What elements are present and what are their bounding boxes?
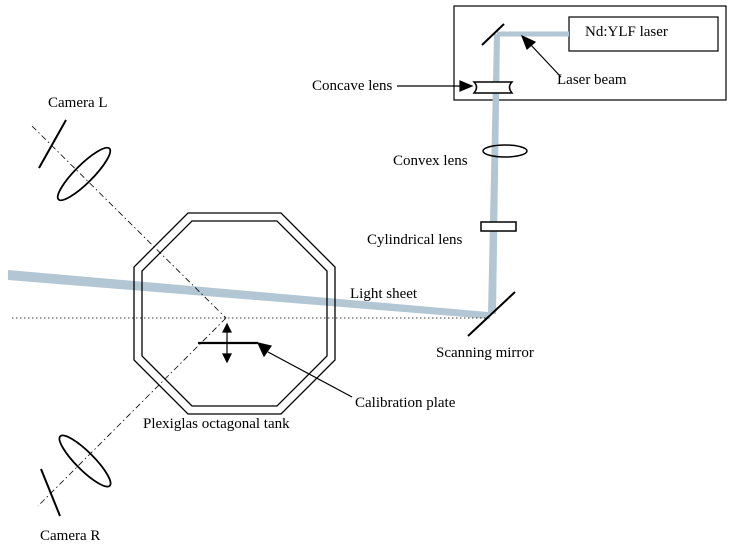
convex-lens bbox=[482, 144, 528, 158]
convex-lens-label: Convex lens bbox=[393, 153, 468, 169]
cylindrical-lens bbox=[480, 221, 517, 232]
laser-beam-arrowhead bbox=[520, 34, 537, 51]
calibration-plate-label: Calibration plate bbox=[355, 395, 456, 411]
tank-wall-outer bbox=[133, 212, 336, 415]
camera-l-lens bbox=[56, 146, 112, 202]
tank-label: Plexiglas octagonal tank bbox=[143, 416, 290, 432]
laser-beam-leader bbox=[529, 43, 562, 78]
scanning-mirror-label: Scanning mirror bbox=[436, 345, 534, 361]
plate-traverse-arrow bbox=[222, 322, 232, 364]
concave-lens bbox=[472, 81, 514, 94]
laser-enclosure bbox=[453, 5, 727, 101]
camera-r-label: Camera R bbox=[40, 528, 101, 544]
camera-l-sensor bbox=[38, 119, 67, 169]
camera-r-lens bbox=[58, 434, 112, 488]
concave-lens-arrowhead bbox=[459, 80, 474, 92]
traverse-arrowhead-down bbox=[222, 353, 232, 364]
camera-r-sensor bbox=[40, 468, 61, 517]
traverse-arrowhead-up bbox=[222, 322, 232, 333]
camera-l-label: Camera L bbox=[48, 95, 108, 111]
laser-label: Nd:YLF laser bbox=[585, 24, 668, 40]
light-sheet-beam bbox=[8, 270, 490, 319]
beam-segment-vertical bbox=[488, 34, 500, 314]
cylindrical-lens-label: Cylindrical lens bbox=[367, 232, 463, 248]
calibration-plate-arrowhead bbox=[256, 342, 273, 358]
scanning-mirror bbox=[467, 291, 516, 337]
leader-arrows bbox=[256, 34, 562, 398]
laser-beam-label: Laser beam bbox=[557, 72, 627, 88]
fold-mirror bbox=[481, 23, 505, 46]
camera-r-axis bbox=[37, 317, 227, 507]
camera-view-axes bbox=[31, 125, 227, 507]
light-sheet-label: Light sheet bbox=[350, 286, 418, 302]
camera-l-axis bbox=[31, 125, 227, 319]
concave-lens-label: Concave lens bbox=[312, 78, 393, 94]
calibration-plate-leader bbox=[267, 351, 353, 398]
laser-beam-path bbox=[8, 31, 569, 319]
tank-wall-inner bbox=[141, 220, 328, 407]
